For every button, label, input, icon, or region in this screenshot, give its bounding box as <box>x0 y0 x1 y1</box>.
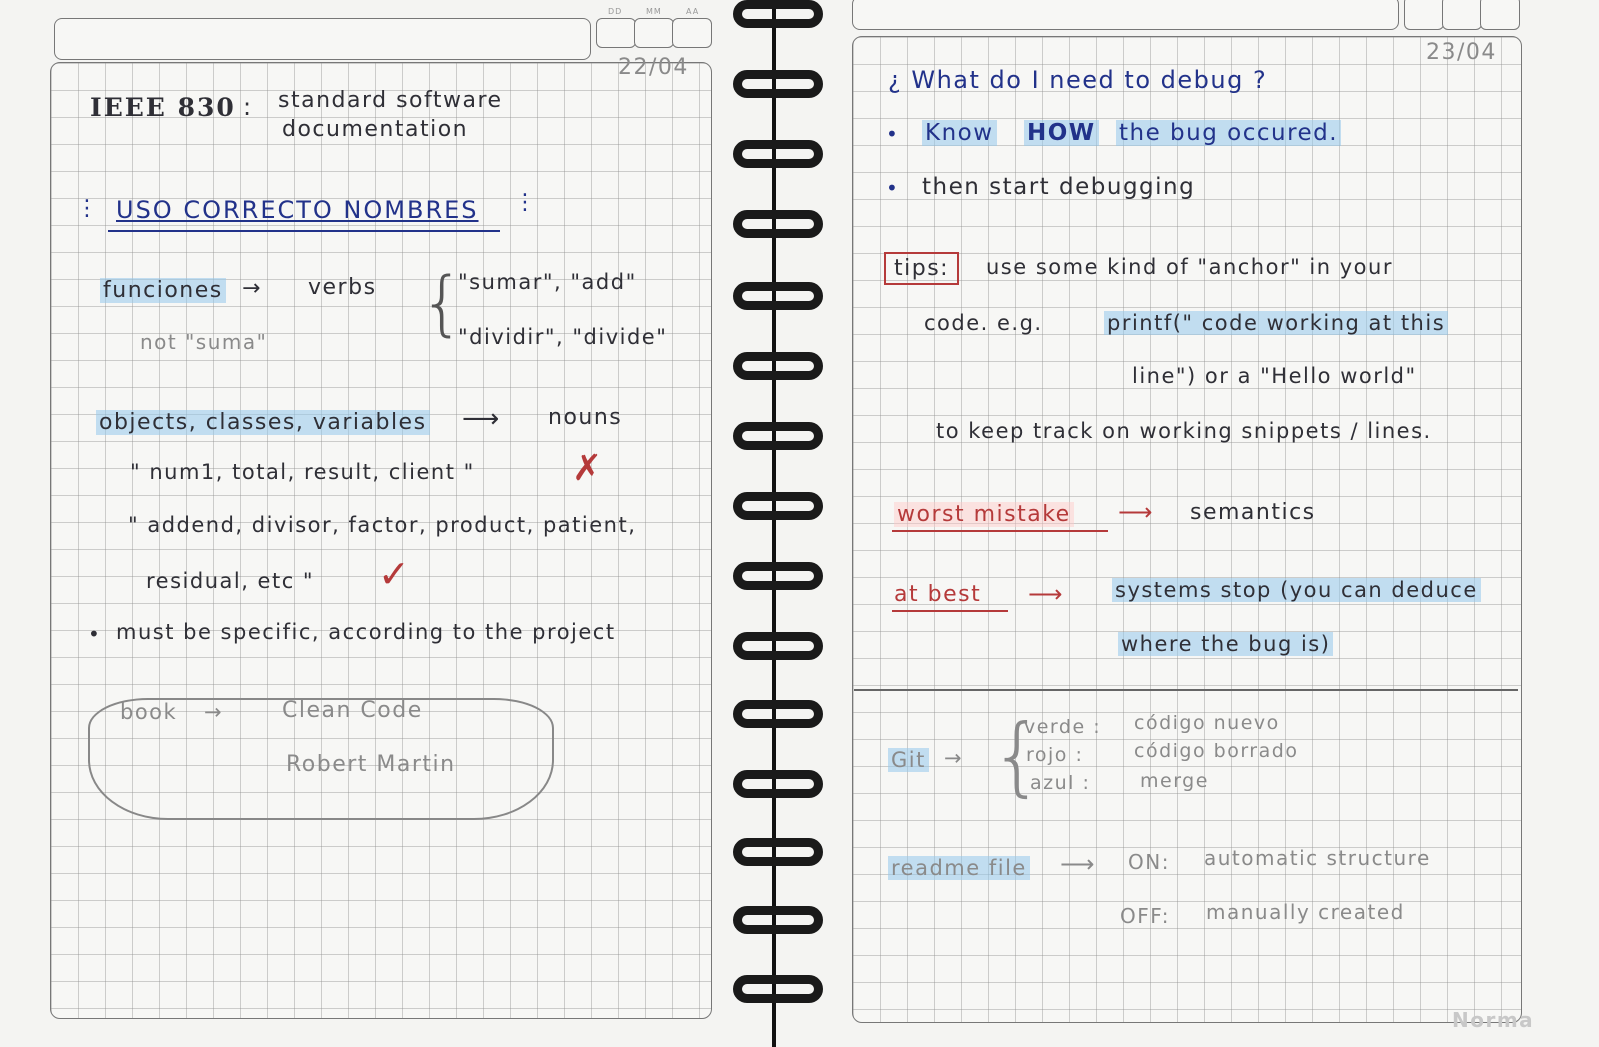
readme-arrow-glyph: ⟶ <box>1060 850 1096 878</box>
bullet-know-pre: Know <box>922 120 997 146</box>
verb-examples-1: "sumar", "add" <box>458 270 637 294</box>
best-arrow-glyph: ⟶ <box>1028 580 1064 608</box>
git-color-azul: azul : <box>1030 772 1091 794</box>
brand-logo: Norma <box>1452 1008 1535 1032</box>
git-color-verde: verde : <box>1024 716 1102 738</box>
title-line2: documentation <box>282 117 469 142</box>
good-examples-1: " addend, divisor, factor, product, pati… <box>128 513 637 537</box>
date-label-aa: AA <box>686 7 700 16</box>
debug-question: ¿ What do I need to debug ? <box>888 66 1268 94</box>
date-label-mm: MM <box>646 7 662 16</box>
bullet-know-dot: • <box>886 122 900 146</box>
spiral-ring <box>733 0 823 28</box>
spiral-ring <box>733 352 823 380</box>
readme-on: automatic structure <box>1204 846 1431 870</box>
left-header-box <box>54 18 591 60</box>
spiral-ring <box>733 492 823 520</box>
title-line1: standard software <box>278 88 503 113</box>
bullet-know-how: HOW <box>1024 120 1099 146</box>
readme-label: readme file <box>888 856 1030 880</box>
book-cloud <box>88 698 554 820</box>
spiral-ring <box>733 282 823 310</box>
git-brace: { <box>990 706 1047 806</box>
book-label: book <box>120 700 178 724</box>
left-date-cell-aa <box>672 18 712 48</box>
spiral-ring <box>733 140 823 168</box>
spiral-ring <box>733 632 823 660</box>
best-value-2: where the bug is) <box>1118 632 1334 656</box>
readme-off-label: OFF: <box>1120 904 1170 928</box>
date-label-dd: DD <box>608 7 623 16</box>
good-check-mark: ✓ <box>378 552 412 596</box>
spiral-binding <box>772 0 776 1047</box>
objects-arrow: ⟶ <box>462 404 501 434</box>
git-color-rojo: rojo : <box>1026 744 1084 766</box>
bad-examples: " num1, total, result, client " <box>130 460 475 484</box>
good-examples-2: residual, etc " <box>146 569 315 593</box>
heading-right-mark: ⋮ <box>514 190 538 215</box>
right-date-cell-mm <box>1442 0 1482 30</box>
verb-examples-2: "dividir", "divide" <box>458 325 668 349</box>
section-divider <box>854 689 1518 691</box>
heading-left-mark: ⋮ <box>76 196 100 221</box>
best-label: at best <box>894 582 982 607</box>
bullet-know-post: the bug occured. <box>1116 120 1342 146</box>
worst-value: semantics <box>1190 500 1316 525</box>
tips-line2-code: printf(" code working at this <box>1104 311 1449 335</box>
spiral-ring <box>733 562 823 590</box>
spiral-ring <box>733 70 823 98</box>
section-heading: USO CORRECTO NOMBRES <box>116 196 479 224</box>
book-author: Robert Martin <box>286 752 456 777</box>
title-code: IEEE 830 <box>90 93 236 122</box>
right-date-cell-aa <box>1480 0 1520 30</box>
specific-bullet: • <box>88 622 102 646</box>
best-value: systems stop (you can deduce <box>1112 578 1481 602</box>
heading-underline <box>108 230 500 232</box>
book-arrow: → <box>204 700 224 724</box>
git-arrow-glyph: → <box>944 746 964 770</box>
tips-line1: use some kind of "anchor" in your <box>986 255 1393 279</box>
verbs-label: verbs <box>308 275 377 300</box>
left-date-cell-dd <box>596 18 636 48</box>
bullet-start-text: then start debugging <box>922 174 1196 200</box>
git-meaning-verde: código nuevo <box>1134 712 1280 734</box>
bad-cross-mark: ✗ <box>572 448 604 489</box>
tips-label: tips: <box>884 252 960 285</box>
spiral-ring <box>733 975 823 1003</box>
bullet-start-dot: • <box>886 176 900 200</box>
specific-note: must be specific, according to the proje… <box>116 620 616 644</box>
spiral-ring <box>733 770 823 798</box>
not-example: not "suma" <box>140 330 268 354</box>
functions-label: funciones <box>100 278 226 303</box>
right-page-date: 23/04 <box>1426 40 1497 65</box>
left-date-cell-mm <box>634 18 674 48</box>
tips-line4: to keep track on working snippets / line… <box>936 419 1432 443</box>
right-header-box <box>852 0 1399 30</box>
readme-on-label: ON: <box>1128 850 1170 874</box>
spiral-ring <box>733 210 823 238</box>
left-page-date: 22/04 <box>618 55 689 80</box>
title-colon: : <box>243 93 253 121</box>
tips-line2-pre: code. e.g. <box>924 311 1043 335</box>
left-notebook-page <box>50 62 712 1019</box>
spiral-ring <box>733 838 823 866</box>
spiral-ring <box>733 700 823 728</box>
git-meaning-rojo: código borrado <box>1134 740 1299 762</box>
tips-line3: line") or a "Hello world" <box>1132 364 1417 388</box>
book-title: Clean Code <box>282 698 423 723</box>
verbs-brace: { <box>420 262 467 344</box>
spiral-ring <box>733 422 823 450</box>
readme-off: manually created <box>1206 900 1405 924</box>
worst-arrow-glyph: ⟶ <box>1118 498 1154 526</box>
functions-arrow: → <box>242 276 262 301</box>
best-underline <box>892 610 1008 612</box>
worst-underline <box>892 530 1108 532</box>
right-date-cell-dd <box>1404 0 1444 30</box>
nouns-label: nouns <box>548 405 623 430</box>
spiral-ring <box>733 906 823 934</box>
git-label: Git <box>888 748 929 772</box>
worst-label: worst mistake <box>894 502 1074 527</box>
git-meaning-azul: merge <box>1140 770 1209 792</box>
objects-label: objects, classes, variables <box>96 410 430 435</box>
